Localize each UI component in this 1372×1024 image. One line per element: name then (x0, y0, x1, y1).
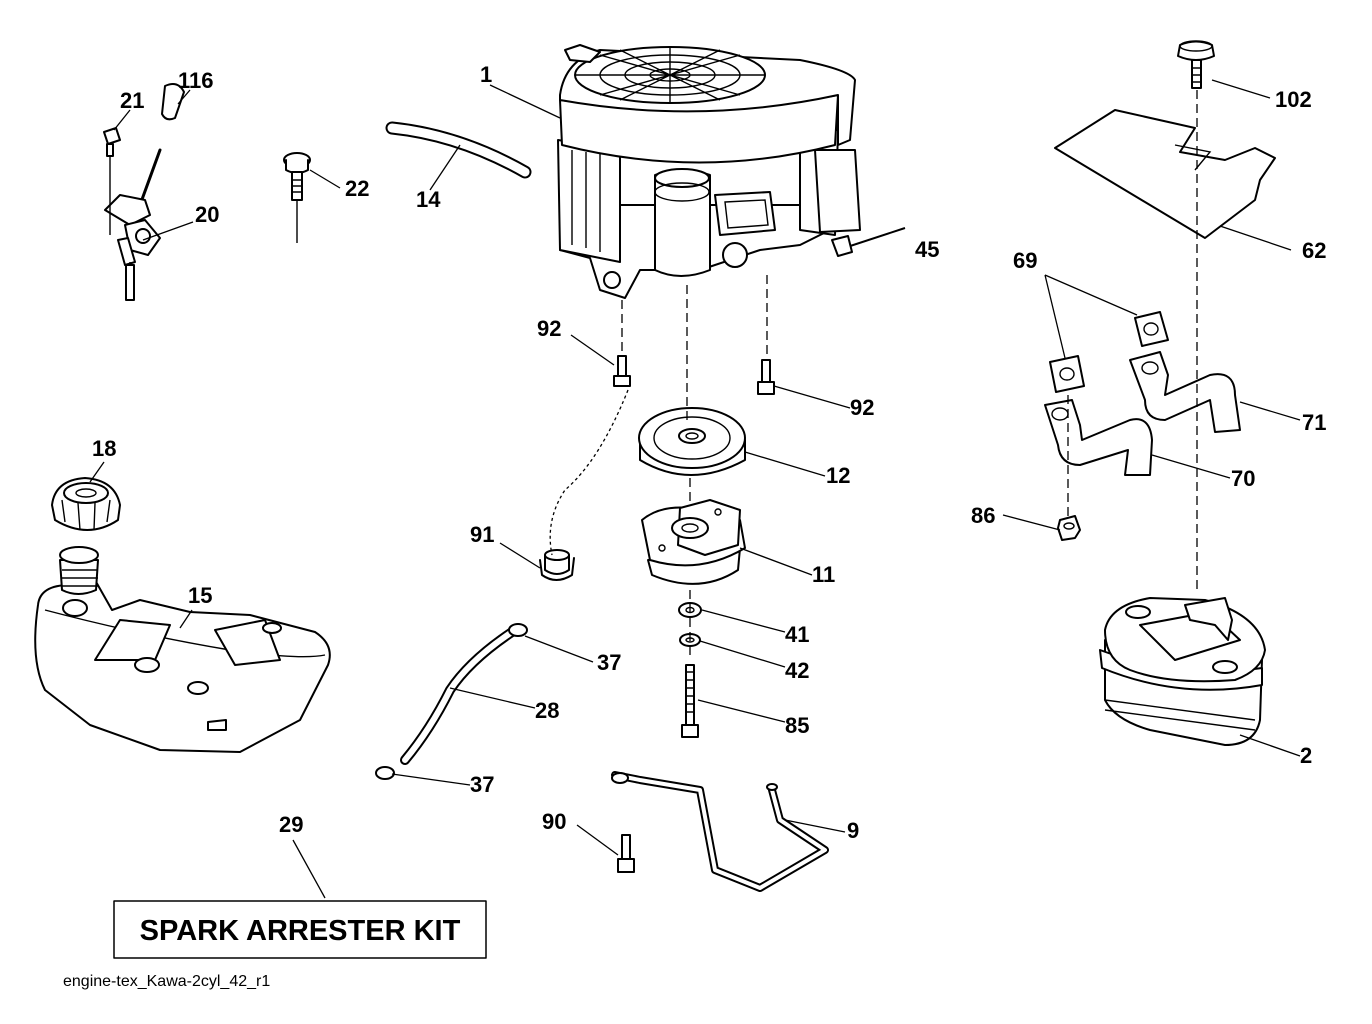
callout-85: 85 (785, 713, 809, 738)
callout-37-top: 37 (597, 650, 621, 675)
fuel-cap (51, 477, 121, 531)
callout-71: 71 (1302, 410, 1326, 435)
throttle-control (103, 83, 185, 301)
muffler (1099, 597, 1266, 746)
bolt-85 (681, 664, 699, 738)
spark-arrester-kit: SPARK ARRESTER KIT (113, 900, 487, 959)
leader-lines (89, 79, 1301, 899)
fuel-tank (34, 546, 331, 753)
callout-45: 45 (915, 237, 939, 262)
kit-label: SPARK ARRESTER KIT (140, 915, 461, 947)
exhaust-pipe-70 (1044, 399, 1153, 476)
nut-86 (1057, 515, 1081, 541)
breather-hose (385, 121, 532, 179)
callout-18: 18 (92, 436, 116, 461)
diagram-id: engine-tex_Kawa-2cyl_42_r1 (63, 973, 270, 990)
knob-102 (1177, 40, 1215, 89)
bolt-90 (617, 834, 635, 873)
assembly-lines (549, 90, 1198, 660)
pulley (638, 407, 746, 476)
callout-41: 41 (785, 622, 809, 647)
callout-91: 91 (470, 522, 494, 547)
fuel-line (400, 627, 517, 765)
clamp-37-bottom (375, 766, 395, 780)
callout-92-left: 92 (537, 316, 561, 341)
plug-22 (283, 152, 311, 243)
engine (557, 44, 861, 299)
callout-70: 70 (1231, 466, 1255, 491)
callout-86: 86 (971, 503, 995, 528)
callout-22: 22 (345, 176, 369, 201)
callout-102: 102 (1275, 87, 1312, 112)
callout-90: 90 (542, 809, 566, 834)
callout-116: 116 (178, 68, 214, 93)
callout-21: 21 (120, 88, 144, 113)
callout-69: 69 (1013, 248, 1037, 273)
spacer-91 (539, 549, 575, 581)
bolt-92-left (613, 355, 631, 387)
clutch (641, 499, 746, 585)
clamp-37-top (508, 623, 528, 637)
exhaust-pipe-71 (1129, 351, 1241, 433)
callout-14: 14 (416, 187, 441, 212)
bolt-92-right (757, 359, 775, 395)
callout-37-bottom: 37 (470, 772, 494, 797)
gasket-69-upper (1134, 311, 1169, 347)
callout-1: 1 (480, 62, 492, 87)
callout-62: 62 (1302, 238, 1326, 263)
gasket-69-lower (1049, 355, 1085, 393)
callout-12: 12 (826, 463, 850, 488)
callout-92-right: 92 (850, 395, 874, 420)
rod-9 (611, 771, 829, 892)
callout-15: 15 (188, 583, 212, 608)
heat-shield (1054, 109, 1276, 239)
callout-numbers: 1 2 9 11 12 14 15 18 20 21 22 28 29 37 3… (92, 62, 1326, 843)
callout-29: 29 (279, 812, 303, 837)
callout-28: 28 (535, 698, 559, 723)
callout-2: 2 (1300, 743, 1312, 768)
callout-11: 11 (812, 562, 835, 587)
callout-9: 9 (847, 818, 859, 843)
callout-20: 20 (195, 202, 219, 227)
callout-42: 42 (785, 658, 809, 683)
